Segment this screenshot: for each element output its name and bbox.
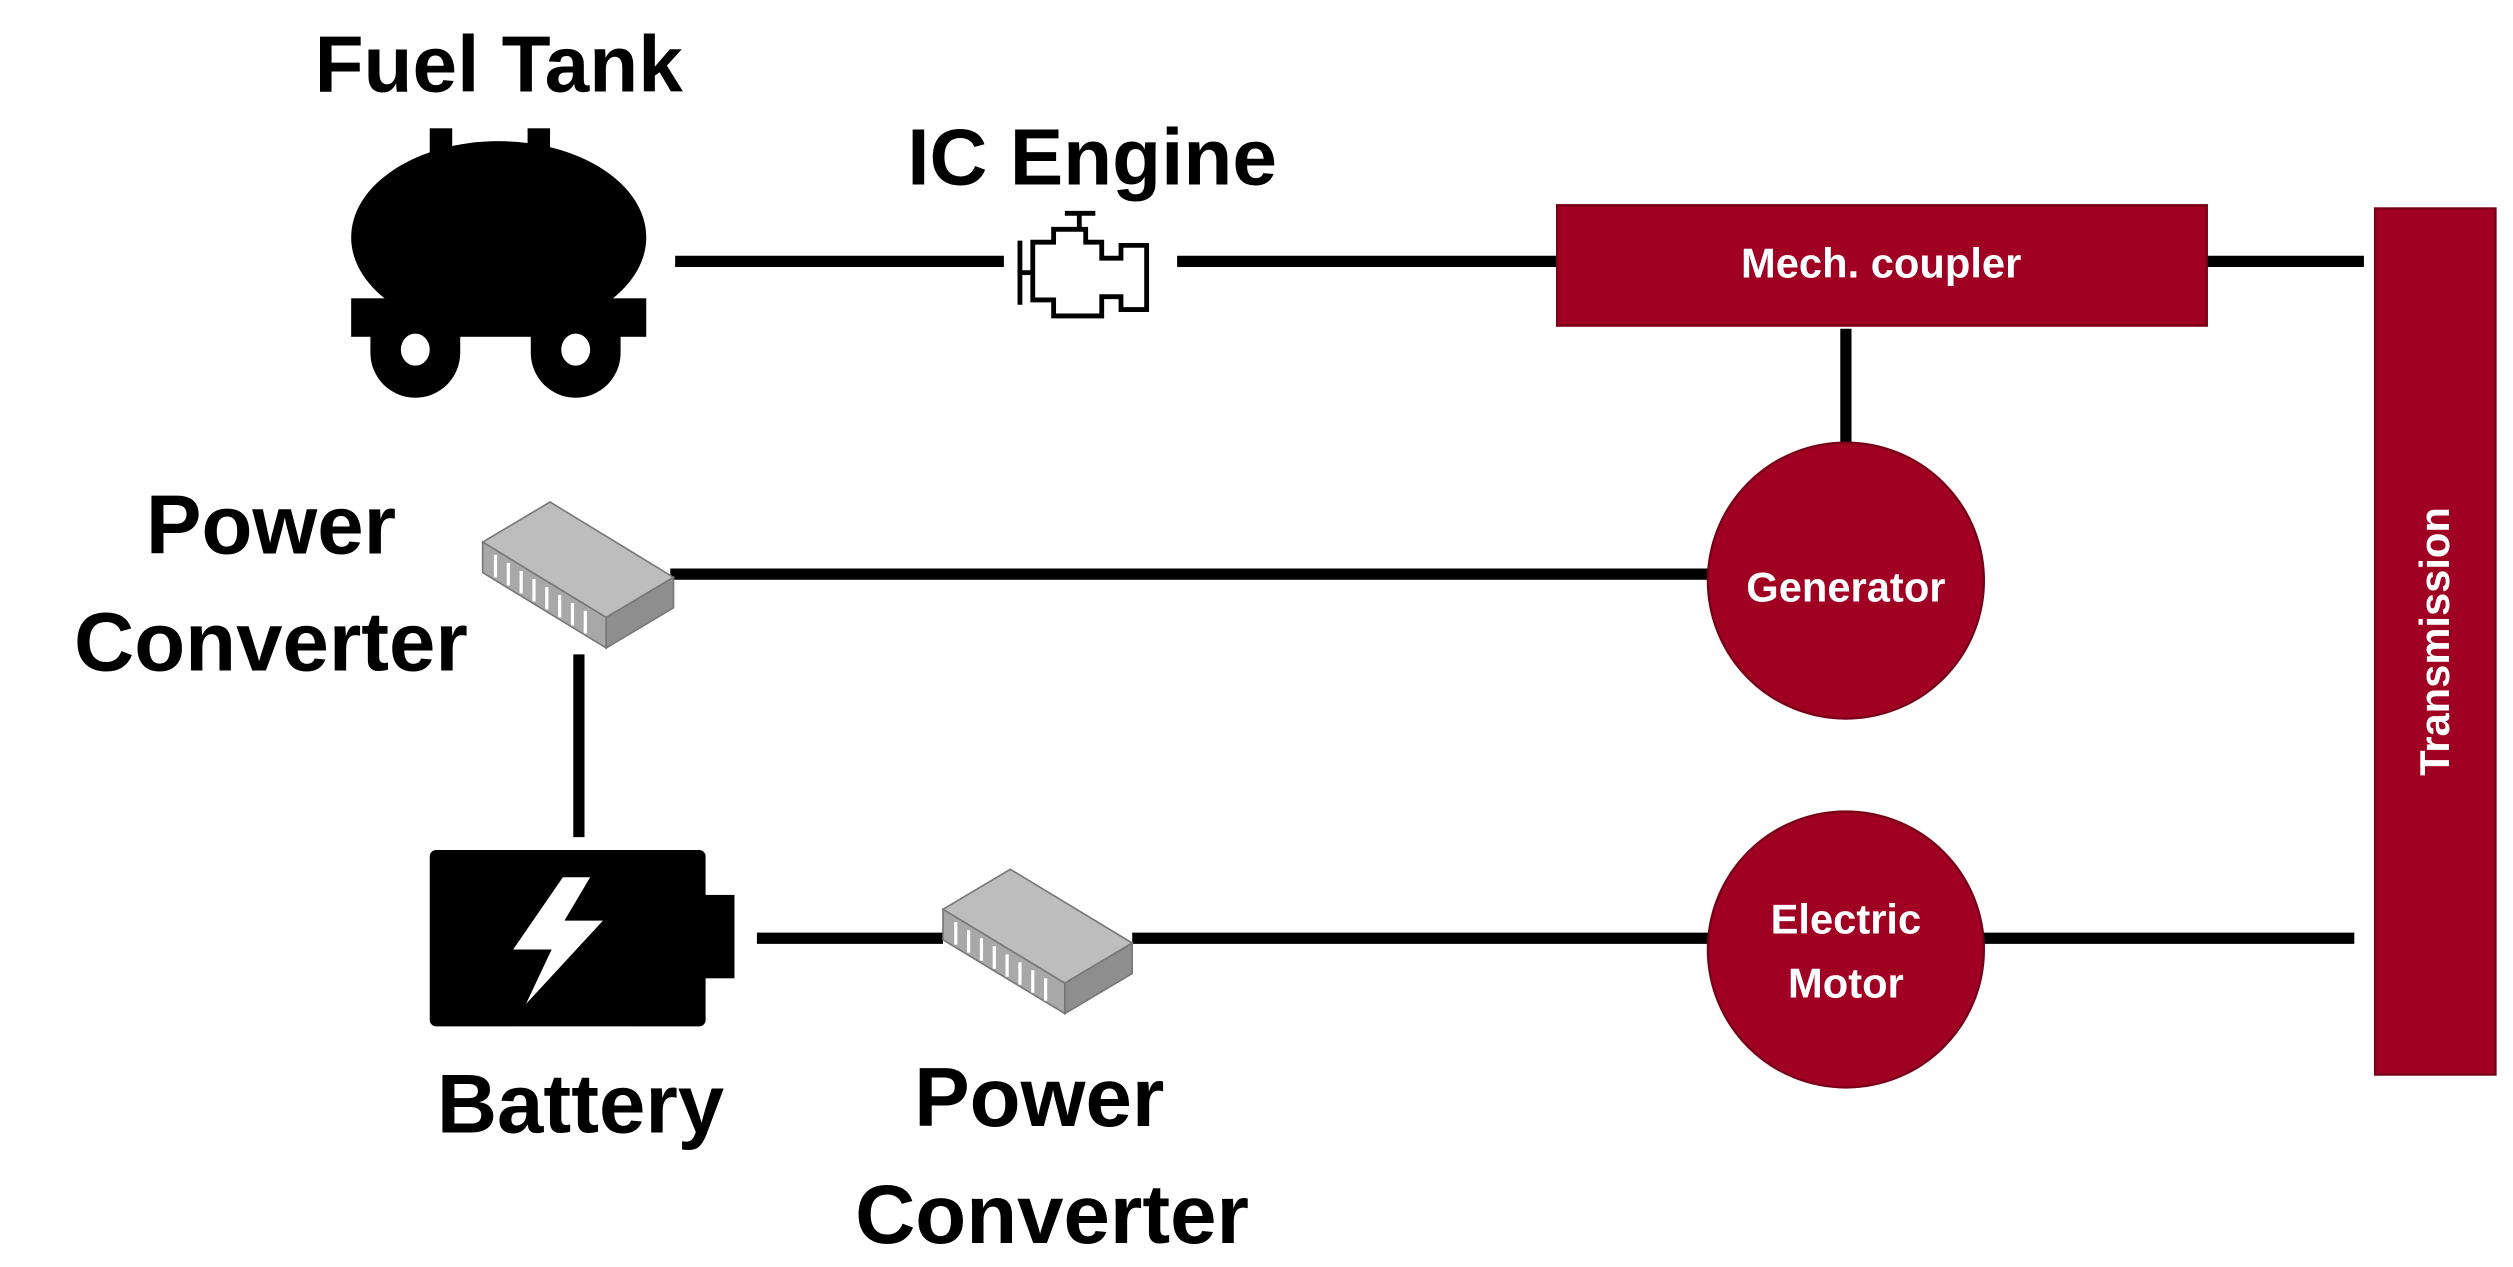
fuel-tank-label: Fuel Tank	[315, 18, 684, 108]
power-converter-icon	[481, 501, 676, 650]
generator-label: Generator	[1746, 563, 1945, 610]
ic-engine-label: IC Engine	[907, 111, 1277, 201]
power-converter-top: Power Converter	[74, 478, 676, 688]
battery-label: Battery	[437, 1057, 724, 1150]
transmission-label: Transmission	[2411, 507, 2458, 776]
fuel-tank-icon	[351, 128, 647, 398]
electric-motor-label-line1: Electric	[1771, 895, 1922, 942]
electric-motor: Electric Motor	[1706, 810, 1986, 1089]
power-converter-top-label-line2: Converter	[74, 595, 468, 688]
ic-engine: IC Engine	[907, 111, 1277, 319]
mech-coupler-label: Mech. coupler	[1741, 239, 2021, 286]
battery-icon	[429, 850, 735, 1027]
electric-motor-label-line2: Motor	[1788, 960, 1904, 1007]
engine-icon	[1017, 210, 1150, 319]
power-converter-bottom: Power Converter	[855, 868, 1249, 1261]
power-converter-top-label-line1: Power	[146, 478, 396, 571]
power-converter-bottom-label-line2: Converter	[855, 1168, 1249, 1261]
power-converter-bottom-label-line1: Power	[914, 1051, 1164, 1144]
power-converter-icon	[941, 868, 1134, 1016]
battery: Battery	[429, 850, 735, 1150]
connections	[573, 255, 2364, 944]
mech-coupler: Mech. coupler	[1556, 204, 2208, 327]
transmission: Transmission	[2373, 207, 2497, 1076]
generator: Generator	[1706, 441, 1986, 720]
fuel-tank: Fuel Tank	[315, 18, 684, 398]
